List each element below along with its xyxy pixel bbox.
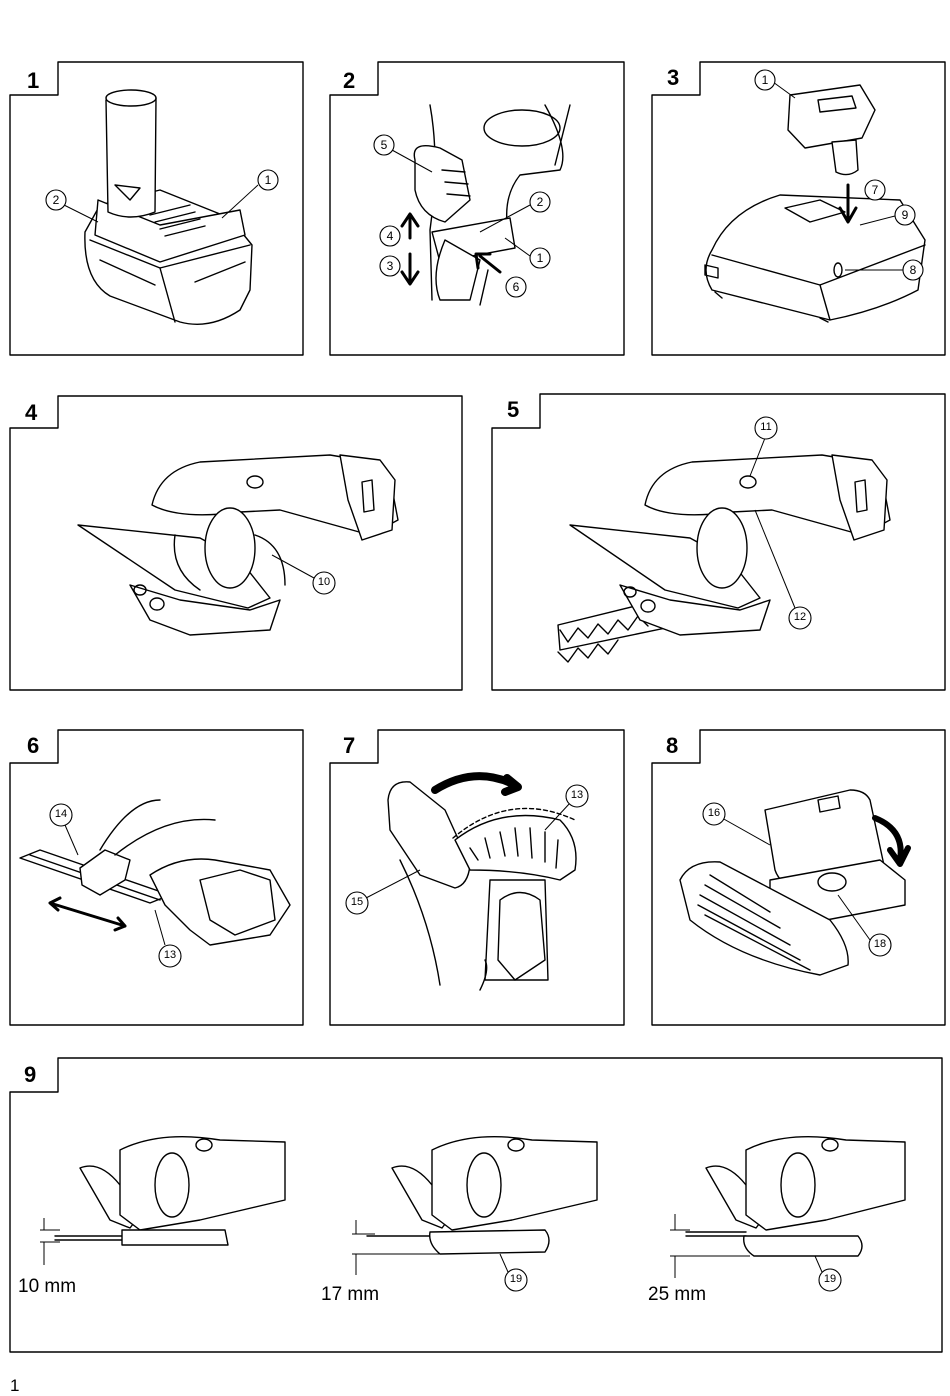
- height-label-10mm: 10 mm: [18, 1276, 77, 1297]
- figure-2-number: 2: [343, 68, 356, 93]
- callout: 8: [909, 263, 917, 277]
- callout: 2: [52, 193, 60, 207]
- callout: 16: [707, 807, 721, 819]
- figure-4-number: 4: [25, 400, 38, 425]
- callout: 1: [264, 173, 272, 187]
- callout: 4: [386, 229, 394, 243]
- figure-9-number: 9: [24, 1062, 37, 1087]
- callout: 1: [761, 73, 769, 87]
- figure-1-number: 1: [27, 68, 40, 93]
- figure-5-number: 5: [507, 397, 520, 422]
- callout: 18: [873, 938, 887, 950]
- callout: 5: [380, 138, 388, 152]
- callout: 19: [509, 1273, 523, 1285]
- callout: 19: [823, 1273, 837, 1285]
- callout: 3: [386, 259, 394, 273]
- figure-7-number: 7: [343, 733, 356, 758]
- callout: 13: [570, 789, 584, 801]
- callout: 13: [163, 949, 177, 961]
- figure-8-number: 8: [666, 733, 679, 758]
- callout: 15: [350, 896, 364, 908]
- callout: 11: [760, 421, 772, 433]
- height-label-25mm: 25 mm: [648, 1284, 707, 1305]
- callout: 1: [536, 251, 544, 265]
- callout: 10: [317, 576, 331, 588]
- callout: 2: [536, 195, 544, 209]
- callout: 9: [901, 208, 909, 222]
- callout: 7: [871, 183, 879, 197]
- figure-6-number: 6: [27, 733, 40, 758]
- callout: 14: [54, 808, 68, 820]
- callout: 12: [793, 611, 807, 623]
- page-number: 1: [10, 1376, 20, 1395]
- callout: 6: [512, 280, 520, 294]
- figure-3-number: 3: [667, 65, 680, 90]
- height-label-17mm: 17 mm: [321, 1284, 380, 1305]
